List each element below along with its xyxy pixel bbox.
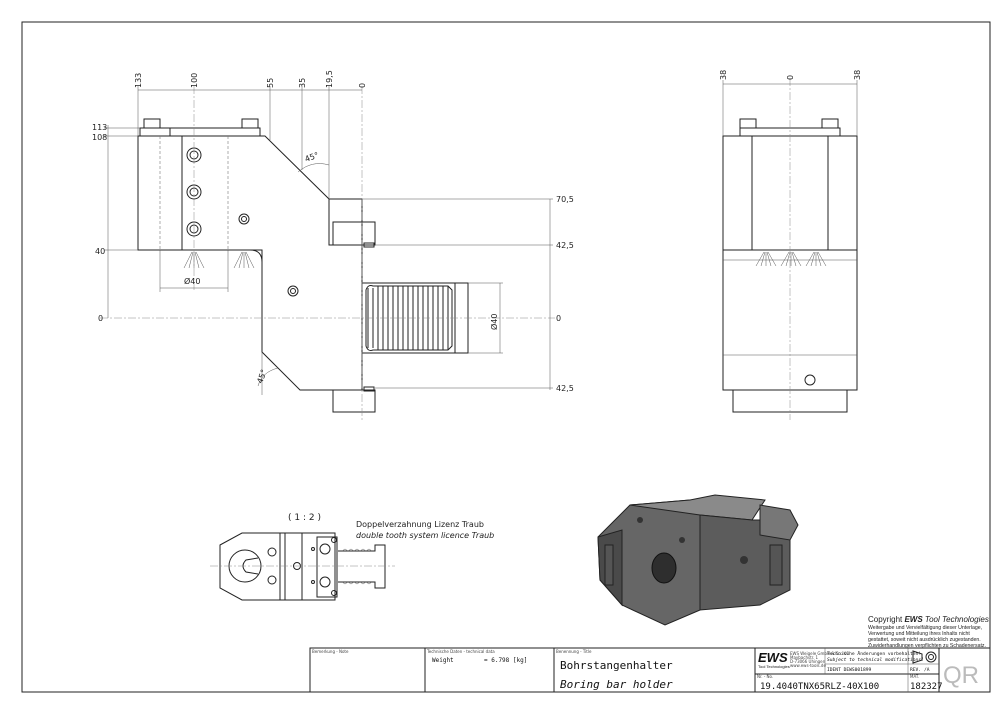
- svg-text:Nr. - No.: Nr. - No.: [757, 674, 773, 679]
- detail-scale: ( 1 : 2 ): [288, 513, 321, 523]
- side-view: 38 0 38: [719, 70, 862, 420]
- isometric-view: [597, 494, 799, 626]
- drawing-id: 182327: [910, 682, 943, 692]
- dim-55: 55: [266, 78, 275, 88]
- note-label: Bemerkung - Note: [312, 649, 349, 654]
- changes-en: Subject to technical modifications!: [827, 657, 924, 663]
- svg-text:Zuwiderhandlungen verpflichten: Zuwiderhandlungen verpflichten zu Schade…: [868, 643, 986, 649]
- svg-text:gestattet, soweit nicht ausdrü: gestattet, soweit nicht ausdrücklich zug…: [868, 637, 981, 643]
- svg-text:EWS Weigele GmbH & Co. KG: EWS Weigele GmbH & Co. KG: [790, 651, 849, 656]
- rev-label: REV.: [910, 667, 921, 673]
- dim-42-5-top: 42,5: [556, 241, 574, 250]
- dim-35: 35: [298, 78, 307, 88]
- svg-text:Copyright EWS Tool Technologie: Copyright EWS Tool Technologies: [868, 615, 989, 624]
- dim-19-5: 19,5: [325, 70, 334, 88]
- ident: IDENT DEWS001899: [827, 667, 871, 673]
- angle-top: 45°: [304, 151, 320, 164]
- svg-text:MAT.: MAT.: [910, 674, 919, 679]
- copyright-notice: Copyright EWS Tool Technologies Weiterga…: [868, 615, 989, 649]
- angle-bottom: 45°: [255, 368, 268, 384]
- detail-view: ( 1 : 2 ) Doppelverzahnung Lizenz Traub …: [210, 513, 494, 601]
- dim-40: 40: [95, 247, 105, 256]
- ews-logo: EWS Tool Technologies: [758, 650, 790, 669]
- dim-108: 108: [92, 133, 107, 142]
- title-label: Benennung - Title: [556, 649, 592, 654]
- dim-0-top: 0: [358, 83, 367, 88]
- note-en: double tooth system licence Traub: [356, 531, 494, 540]
- dim-100: 100: [190, 73, 199, 88]
- rev-value: /A: [924, 667, 930, 673]
- svg-text:EWS: EWS: [758, 650, 788, 665]
- dim-0-left: 0: [98, 314, 103, 323]
- title-en: Boring bar holder: [560, 678, 673, 691]
- changes-de: Technische Änderungen vorbehalten!: [827, 650, 921, 657]
- svg-text:Tool Technologies: Tool Technologies: [758, 664, 790, 669]
- dim-133: 133: [134, 73, 143, 88]
- shank-diameter: Ø40: [489, 314, 499, 330]
- svg-text:Verwertung und Mitteilung ihre: Verwertung und Mitteilung ihres Inhalts …: [868, 631, 970, 637]
- dim-70-5: 70,5: [556, 195, 574, 204]
- note-de: Doppelverzahnung Lizenz Traub: [356, 520, 484, 529]
- qr-placeholder: QR: [943, 662, 979, 689]
- svg-text:www.ews-tools.de: www.ews-tools.de: [790, 663, 826, 668]
- dim-42-5-bottom: 42,5: [556, 384, 574, 393]
- bore-diameter: Ø40: [184, 276, 200, 286]
- side-dim-38-right: 38: [853, 70, 862, 80]
- svg-text:Weitergabe und Vervielfältigun: Weitergabe und Vervielfältigung dieser U…: [868, 625, 982, 631]
- side-dim-38-left: 38: [719, 70, 728, 80]
- projection-symbol-icon: [912, 650, 937, 664]
- sheet-border: [21, 21, 991, 693]
- front-view: 133 100 55 35 19,5 0 113 108 40 0 70,5 4…: [92, 70, 574, 420]
- tech-data-label: Technische Daten - technical data: [426, 649, 495, 654]
- part-number: 19.4040TNX65RLZ-40X100: [760, 682, 879, 692]
- weight-label: Weight: [432, 657, 454, 664]
- title-block: Bemerkung - Note Technische Daten - tech…: [309, 647, 991, 693]
- dim-113: 113: [92, 123, 107, 132]
- svg-text:D-73066 Uhingen: D-73066 Uhingen: [790, 659, 826, 664]
- dim-0-right: 0: [556, 314, 561, 323]
- weight-value: = 6.798 [kg]: [484, 657, 527, 664]
- side-dim-0: 0: [786, 75, 795, 80]
- title-de: Bohrstangenhalter: [560, 659, 673, 672]
- svg-text:Maybachstr. 1: Maybachstr. 1: [790, 655, 818, 660]
